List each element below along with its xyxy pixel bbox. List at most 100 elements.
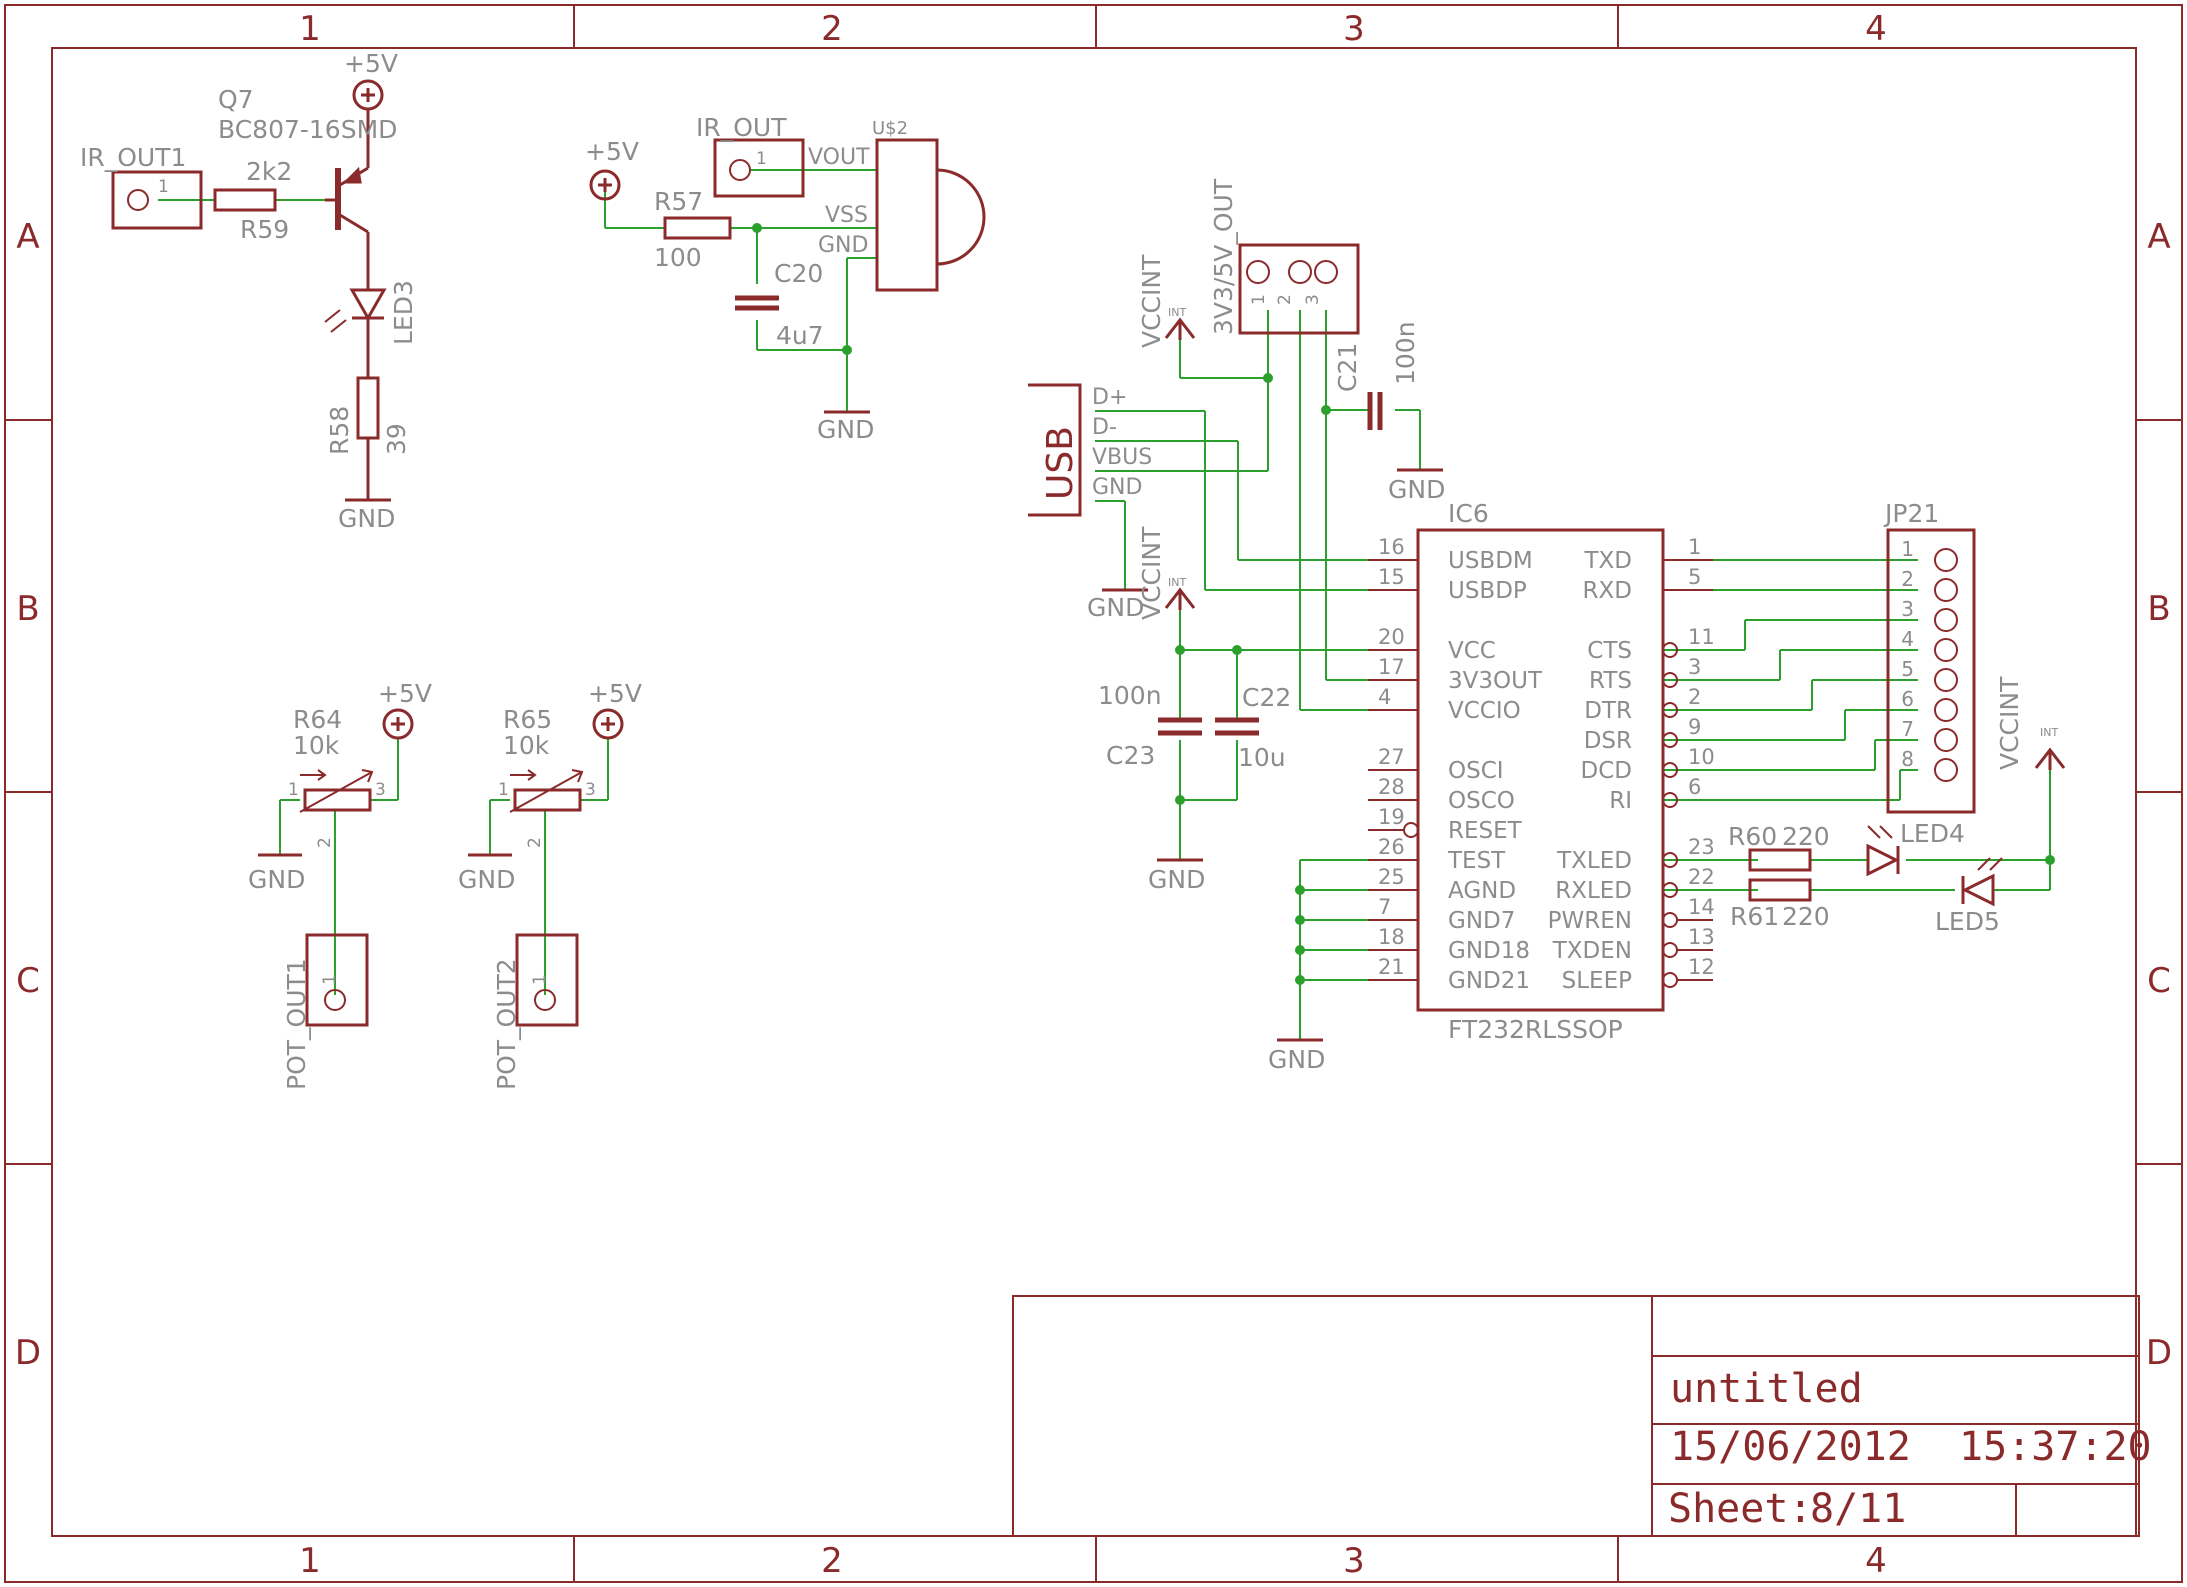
row-label-right-b: B — [2147, 589, 2170, 629]
ic6-right-pin-number: 11 — [1688, 625, 1715, 649]
sheet-number: 8/11 — [1810, 1486, 1906, 1532]
ic6-left-pin-number: 20 — [1378, 625, 1405, 649]
r59-value: 2k2 — [246, 157, 292, 186]
ic6-right-pin-name: RXD — [1583, 578, 1632, 604]
r61-value: 220 — [1782, 902, 1830, 931]
ic6-left-pin-name: OSCO — [1448, 788, 1515, 814]
r57-value: 100 — [654, 243, 702, 272]
ic6-label: IC6 — [1448, 499, 1489, 528]
c20-label: C20 — [774, 259, 823, 288]
r60-value: 220 — [1782, 822, 1830, 851]
row-label-right-d: D — [2146, 1333, 2172, 1373]
wires — [158, 169, 2051, 1040]
ic6-right-pin-number: 12 — [1688, 955, 1715, 979]
header-pin2: 2 — [1275, 294, 1295, 305]
ic6-right-pin-number: 10 — [1688, 745, 1715, 769]
ic6-left-pin-name: GND18 — [1448, 938, 1530, 964]
r64-supply-label: +5V — [378, 679, 432, 708]
usb-label: USB — [1040, 426, 1081, 500]
ic6-left-pin-name: GND21 — [1448, 968, 1530, 994]
ic6-left-pin-number: 21 — [1378, 955, 1405, 979]
r65-pin2: 2 — [525, 837, 545, 848]
int-label-right: INT — [2040, 726, 2058, 739]
r57-label: R57 — [654, 187, 703, 216]
frame-column-labels: 1 2 3 4 1 2 3 4 — [299, 9, 1887, 1581]
ic6-left-pin-name: USBDP — [1448, 578, 1527, 604]
c21-gnd-label: GND — [1388, 475, 1445, 504]
usb-vbus: VBUS — [1092, 445, 1152, 470]
ic6-left-pin-number: 28 — [1378, 775, 1405, 799]
ic6-right-pin-number: 22 — [1688, 865, 1715, 889]
r58-value: 39 — [382, 423, 411, 455]
ic6-left-pin-name: 3V3OUT — [1448, 668, 1543, 694]
header-pin3: 3 — [1303, 294, 1323, 305]
pot-out2-pin1: 1 — [530, 974, 550, 985]
col-label-top-3: 3 — [1343, 9, 1365, 49]
usb-dp: D+ — [1092, 385, 1127, 410]
r64-gnd-label: GND — [248, 865, 305, 894]
int-label-top: INT — [1168, 306, 1186, 319]
jp21-pin-number: 3 — [1901, 597, 1914, 621]
r61-label: R61 — [1730, 902, 1779, 931]
frame-row-labels: A B C D A B C D — [15, 217, 2172, 1373]
header-pin1: 1 — [1249, 294, 1269, 305]
ic6-right-pin-name: SLEEP — [1562, 968, 1632, 994]
c21-label: C21 — [1333, 343, 1362, 392]
row-label-left-d: D — [15, 1333, 41, 1373]
usb-gnd: GND — [1092, 475, 1142, 500]
row-label-left-c: C — [16, 961, 40, 1001]
q7-part: BC807-16SMD — [218, 115, 397, 144]
ic6-left-pin-name: GND7 — [1448, 908, 1515, 934]
ir-out-label: IR_OUT — [696, 113, 787, 142]
caps-gnd-label: GND — [1148, 865, 1205, 894]
led3-label: LED3 — [389, 280, 418, 345]
r65-value: 10k — [503, 731, 550, 760]
ic6-pin-stubs — [1368, 559, 1713, 988]
drawing-title: untitled — [1670, 1366, 1863, 1412]
ic6-part: FT232RLSSOP — [1448, 1015, 1623, 1044]
ic6-right-pin-number: 23 — [1688, 835, 1715, 859]
c21-value: 100n — [1391, 321, 1420, 385]
r58-label: R58 — [325, 406, 354, 455]
ic6-right-pin-number: 9 — [1688, 715, 1701, 739]
ic6-left-pin-number: 26 — [1378, 835, 1405, 859]
jp21-pin-number: 6 — [1901, 687, 1914, 711]
ic6-left-pin-name: OSCI — [1448, 758, 1504, 784]
jp21-pin-number: 2 — [1901, 567, 1914, 591]
title-block — [1012, 1295, 2140, 1537]
row-label-right-c: C — [2147, 961, 2171, 1001]
ic6-right-pin-number: 2 — [1688, 685, 1701, 709]
led5-label: LED5 — [1935, 907, 2000, 936]
ic6-left-pin-number: 7 — [1378, 895, 1391, 919]
us2-label: U$2 — [872, 118, 908, 139]
q7-label: Q7 — [218, 85, 254, 114]
jp21-pin-number: 4 — [1901, 627, 1914, 651]
ic6-right-pin-number: 14 — [1688, 895, 1715, 919]
int-label-ic: INT — [1168, 576, 1186, 589]
ic6-right-pin-number: 1 — [1688, 535, 1701, 559]
c23-value: 100n — [1098, 681, 1162, 710]
row-label-left-b: B — [16, 589, 39, 629]
junction-dots — [752, 223, 2055, 985]
jp21-pin-number: 7 — [1901, 717, 1914, 741]
ic6-left-pin-number: 27 — [1378, 745, 1405, 769]
r59-label: R59 — [240, 215, 289, 244]
ic6-left-pin-name: VCCIO — [1448, 698, 1521, 724]
c20-value: 4u7 — [776, 321, 824, 350]
ic6-left-pin-number: 18 — [1378, 925, 1405, 949]
row-label-right-a: A — [2147, 217, 2170, 257]
ic6-right-pin-number: 3 — [1688, 655, 1701, 679]
r64-pin1: 1 — [288, 780, 299, 800]
ic6-left-pin-number: 15 — [1378, 565, 1405, 589]
ic6-right-pin-name: TXDEN — [1552, 938, 1632, 964]
ic6-gnd-label: GND — [1268, 1045, 1325, 1074]
jp21-pin-number: 8 — [1901, 747, 1914, 771]
ic6-right-pin-name: DTR — [1584, 698, 1632, 724]
c23-label: C23 — [1106, 741, 1155, 770]
col-label-top-1: 1 — [299, 9, 321, 49]
pot-out1-label: POT_OUT1 — [282, 958, 311, 1090]
r65-pin1: 1 — [498, 780, 509, 800]
ic6-left-pin-name: USBDM — [1448, 548, 1533, 574]
led3-gnd-label: GND — [338, 504, 395, 533]
drawing-datetime: 15/06/2012 15:37:20 — [1670, 1424, 2152, 1470]
